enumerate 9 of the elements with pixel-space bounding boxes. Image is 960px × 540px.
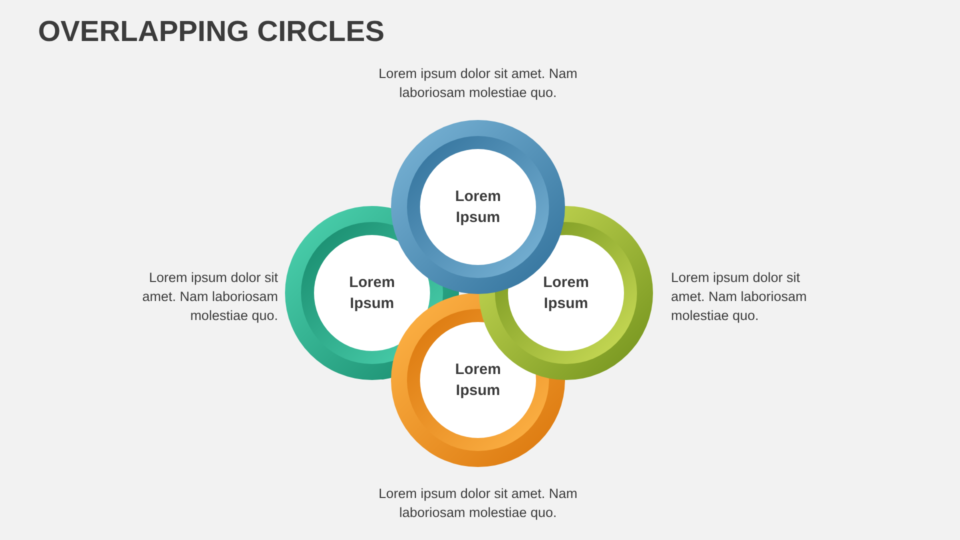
title: OVERLAPPING CIRCLES xyxy=(38,16,384,49)
circle-label: Lorem Ipsum xyxy=(348,273,396,314)
description-text: Lorem ipsum dolor sit amet. Nam laboriosam molestiae quo. xyxy=(141,269,278,325)
circle-label: Lorem Ipsum xyxy=(542,273,590,314)
circle-label: Lorem Ipsum xyxy=(454,360,502,401)
description-text: Lorem ipsum dolor sit amet. Nam laboriosam molestiae quo. xyxy=(378,485,578,522)
circle-label: Lorem Ipsum xyxy=(454,187,502,228)
description-text: Lorem ipsum dolor sit amet. Nam laboriosam molestiae quo. xyxy=(671,269,808,325)
description-text: Lorem ipsum dolor sit amet. Nam laboriosam molestiae quo. xyxy=(378,65,578,102)
